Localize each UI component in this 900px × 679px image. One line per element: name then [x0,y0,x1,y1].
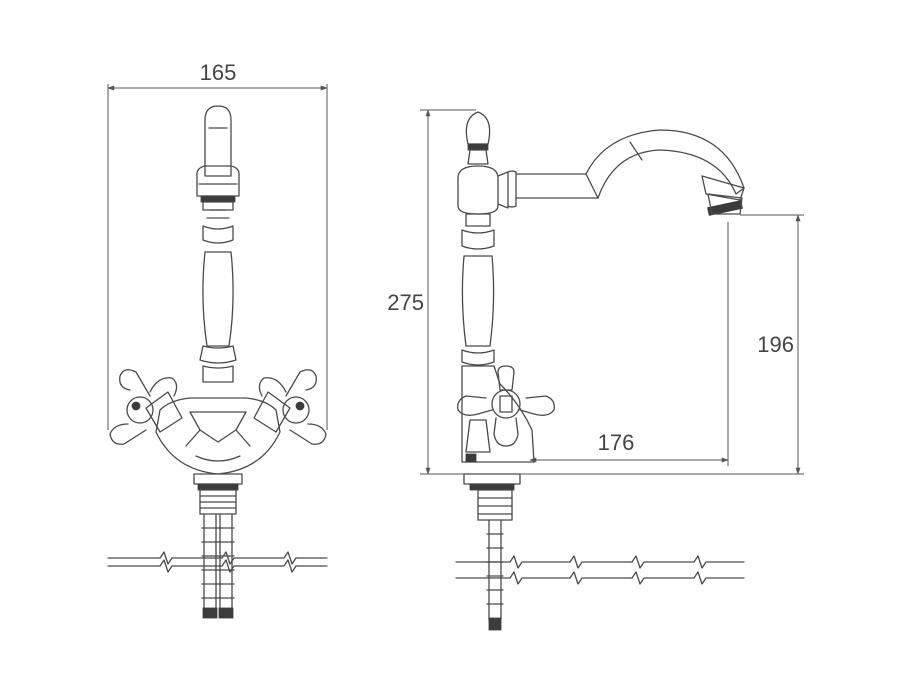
front-valve-body [155,397,281,475]
front-base-shank [193,473,243,515]
spout-reach-dimension-label: 176 [598,430,635,455]
front-column [199,209,237,383]
front-view: 165 [107,60,328,619]
front-right-cross-handle [253,369,327,445]
height-dimension-label: 275 [387,290,424,315]
front-left-cross-handle [109,369,183,445]
side-break-lines [455,555,745,585]
side-valve-body [461,365,535,463]
front-supply-hoses [201,513,235,619]
side-column [461,213,495,366]
side-finial [465,111,491,165]
side-supply-hose [486,519,504,631]
side-cross-handle [457,365,555,447]
side-spout [457,129,745,216]
spout-height-dimension-label: 196 [757,332,794,357]
side-view: 275 196 176 [387,109,804,631]
width-dimension-label: 165 [200,60,237,85]
front-break-lines [107,551,328,573]
side-base-shank [463,473,521,521]
front-spout-head [196,105,240,211]
